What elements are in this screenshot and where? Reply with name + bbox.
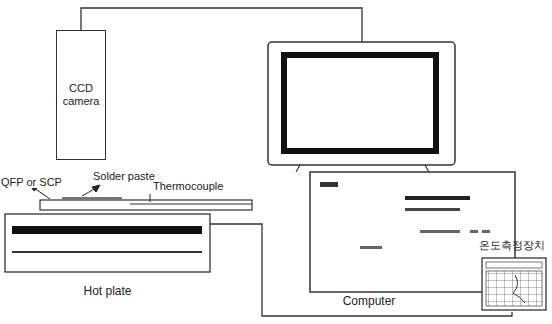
wire — [81, 8, 362, 42]
wire — [210, 224, 512, 316]
camera-box: CCD camera — [56, 30, 106, 160]
node-label: 온도측정장치 — [479, 239, 545, 252]
node-label: Computer — [343, 295, 396, 309]
solder-paste — [62, 197, 122, 200]
node-label: Hot plate — [83, 285, 131, 299]
monitor — [268, 42, 455, 172]
hot-plate — [5, 197, 252, 272]
device-node: Computer — [268, 42, 470, 312]
device-node: Hot plate — [5, 214, 210, 302]
thermocouple — [130, 203, 252, 204]
device-node: 온도측정장치 — [474, 236, 550, 312]
part-label: QFP or SCP — [0, 176, 63, 188]
part-label: Solder paste — [92, 170, 156, 182]
node-label: CCD camera — [60, 82, 102, 107]
temperature-meter — [482, 258, 546, 310]
part-label: Thermocouple — [152, 180, 224, 192]
